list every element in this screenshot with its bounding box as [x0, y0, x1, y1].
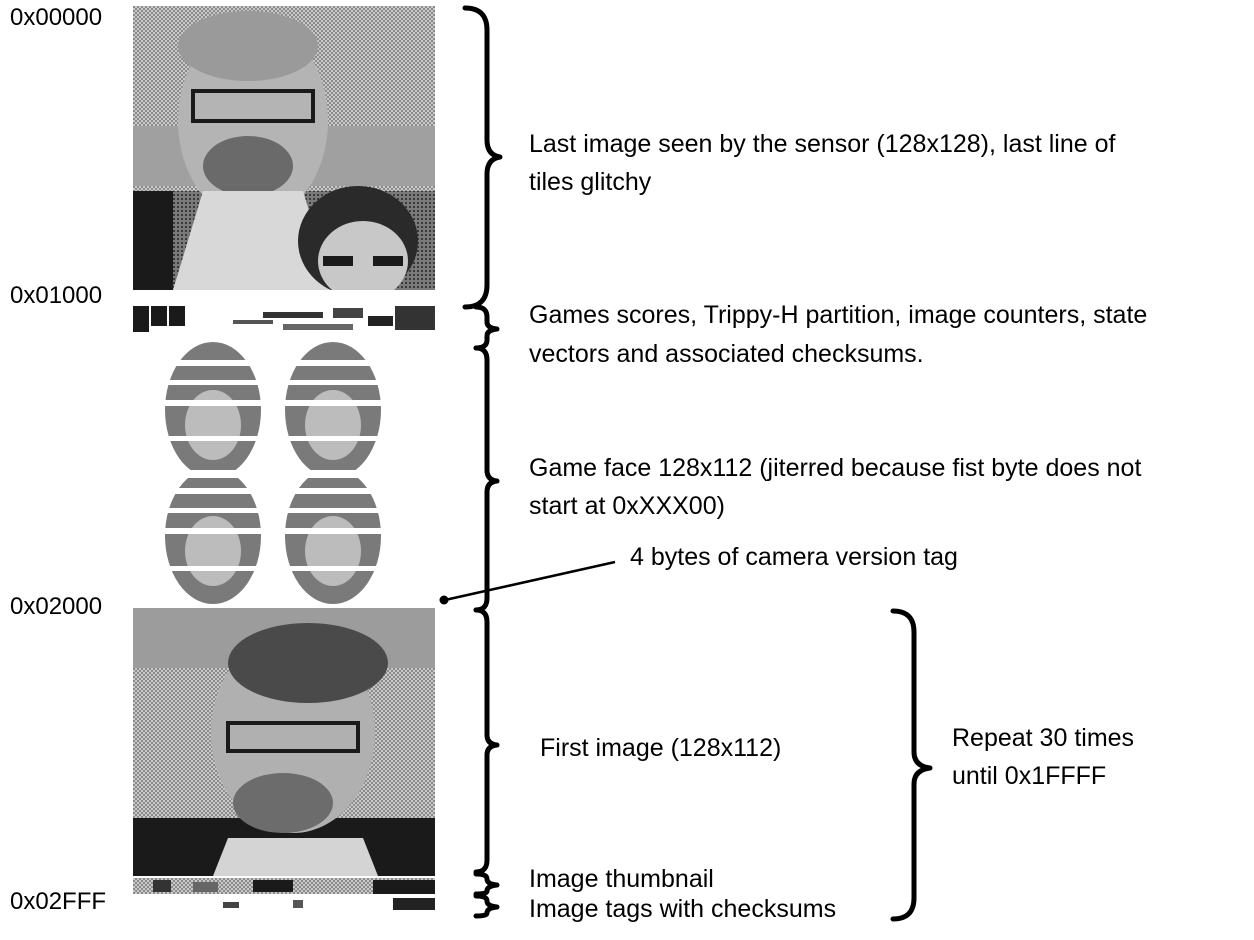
label-last-image-line1: Last image seen by the sensor (128x128),… [529, 126, 1115, 163]
label-tags: Image tags with checksums [529, 891, 836, 928]
label-first-image: First image (128x112) [540, 730, 781, 767]
bracket-game-face [476, 348, 497, 610]
label-scores-line1: Games scores, Trippy-H partition, image … [529, 297, 1147, 334]
bracket-game-scores [476, 307, 497, 348]
label-game-face-line2: start at 0xXXX00) [529, 488, 725, 525]
label-repeat-line1: Repeat 30 times [952, 720, 1134, 757]
label-game-face-line1: Game face 128x112 (jiterred because fist… [529, 450, 1141, 487]
bracket-thumbnail [476, 874, 497, 894]
label-last-image-line2: tiles glitchy [529, 164, 651, 201]
bracket-repeat [893, 611, 930, 919]
label-scores-line2: vectors and associated checksums. [529, 336, 924, 373]
bracket-first-image [476, 610, 497, 872]
version-tag-pointer [445, 562, 615, 600]
label-version-tag: 4 bytes of camera version tag [630, 539, 958, 576]
bracket-last-image [465, 8, 500, 307]
version-tag-dot [440, 596, 449, 605]
label-repeat-line2: until 0x1FFFF [952, 758, 1106, 795]
bracket-tags [476, 896, 497, 916]
